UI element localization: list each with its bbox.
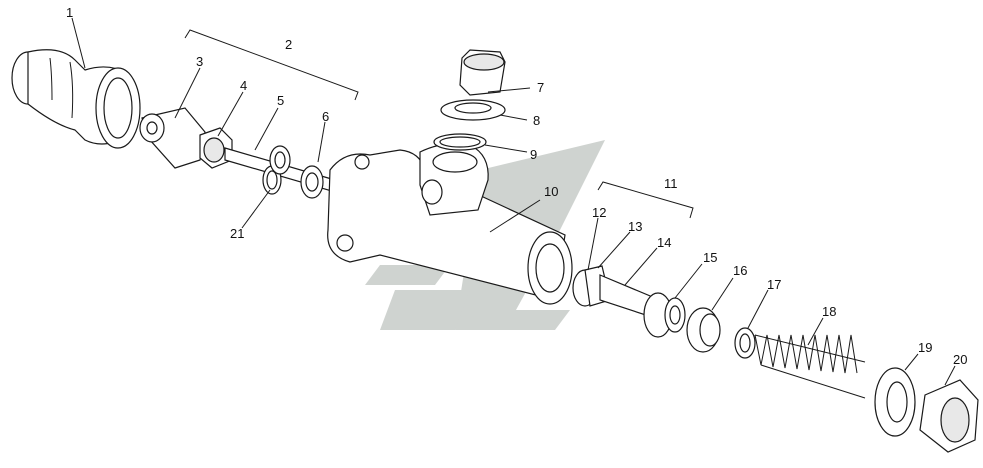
part-6-washer bbox=[269, 145, 324, 199]
callout-17: 17 bbox=[767, 277, 781, 292]
callout-10: 10 bbox=[544, 184, 558, 199]
part-20-plug bbox=[919, 379, 979, 453]
part-3-fork bbox=[139, 107, 206, 169]
callout-1: 1 bbox=[66, 5, 73, 20]
part-1-boot bbox=[11, 49, 141, 149]
callout-18: 18 bbox=[822, 304, 836, 319]
part-9-seal-ring bbox=[433, 133, 487, 151]
callout-12: 12 bbox=[592, 205, 606, 220]
callout-2: 2 bbox=[285, 37, 292, 52]
callout-14: 14 bbox=[657, 235, 671, 250]
part-4-nut bbox=[199, 127, 233, 169]
bracket-11 bbox=[597, 181, 694, 219]
callout-20: 20 bbox=[953, 352, 967, 367]
callout-5: 5 bbox=[277, 93, 284, 108]
part-17-spring-seat bbox=[734, 327, 756, 359]
part-16-sleeve bbox=[686, 307, 721, 353]
part-19-gasket bbox=[874, 367, 916, 437]
callout-11: 11 bbox=[664, 176, 678, 191]
leader-lines bbox=[71, 17, 956, 386]
callout-13: 13 bbox=[628, 219, 642, 234]
callout-3: 3 bbox=[196, 54, 203, 69]
callout-7: 7 bbox=[537, 80, 544, 95]
callout-21: 21 bbox=[230, 226, 244, 241]
callout-8: 8 bbox=[533, 113, 540, 128]
part-15-washer bbox=[664, 297, 686, 333]
callout-19: 19 bbox=[918, 340, 932, 355]
callout-16: 16 bbox=[733, 263, 747, 278]
part-7-cap bbox=[459, 49, 506, 96]
bracket-2 bbox=[184, 29, 359, 101]
callout-15: 15 bbox=[703, 250, 717, 265]
callout-4: 4 bbox=[240, 78, 247, 93]
part-10-cylinder-body bbox=[327, 142, 573, 305]
callout-6: 6 bbox=[322, 109, 329, 124]
callout-9: 9 bbox=[530, 147, 537, 162]
part-8-gasket bbox=[440, 99, 506, 121]
part-18-spring bbox=[754, 334, 866, 399]
